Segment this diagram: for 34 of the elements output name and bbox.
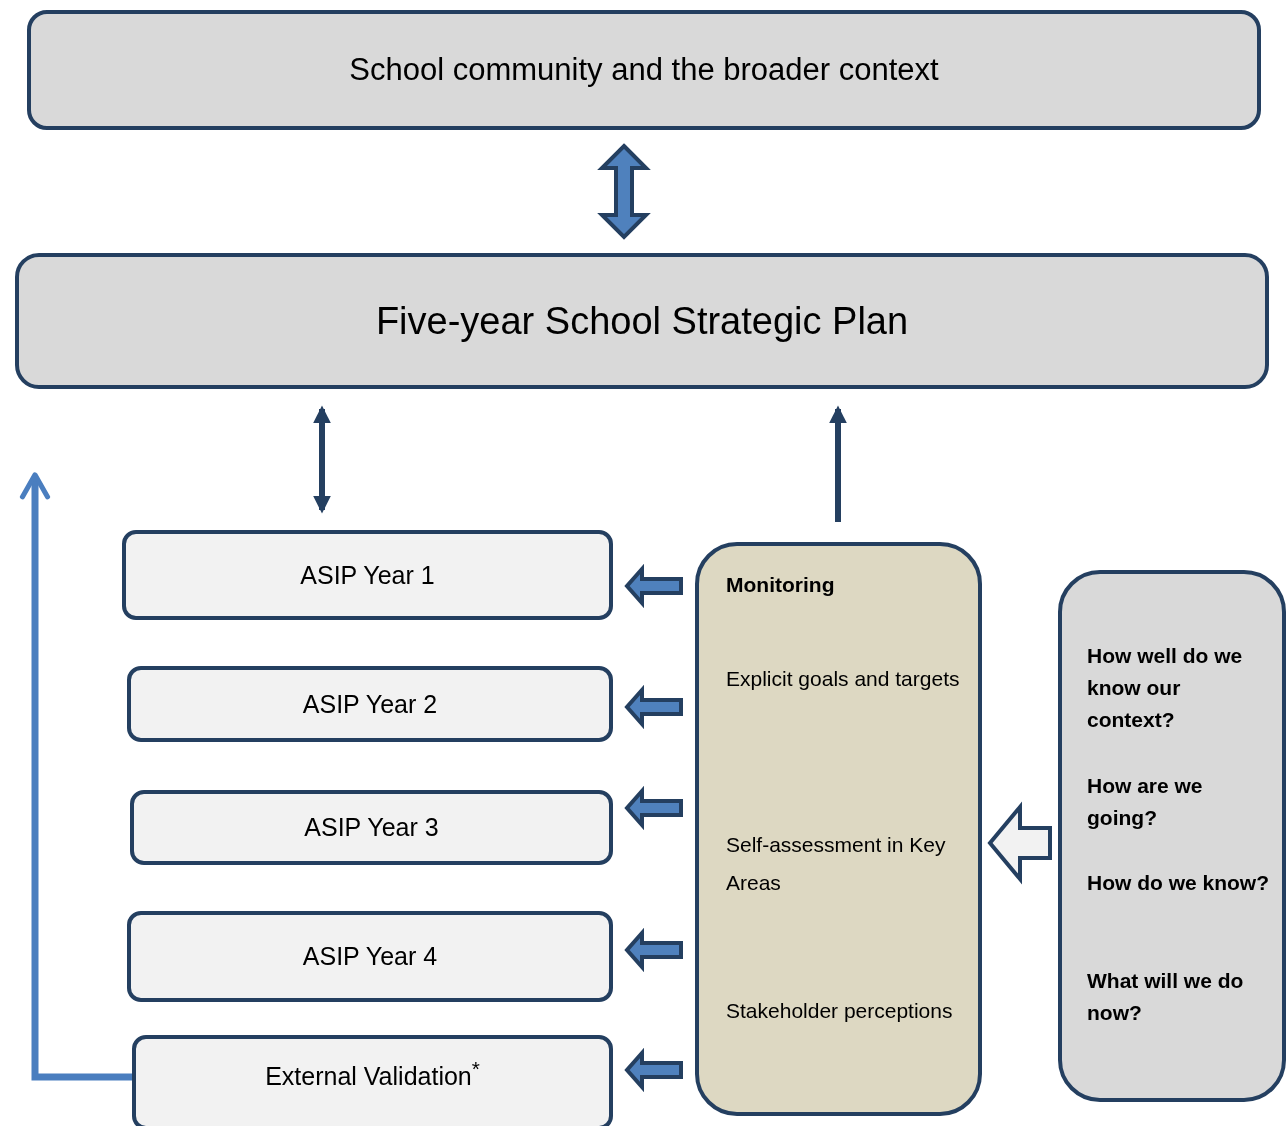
box-label: ASIP Year 1: [300, 560, 435, 590]
box-label: ASIP Year 3: [304, 813, 439, 842]
block-arrow: [624, 684, 683, 730]
process-box: [15, 253, 1269, 389]
block-arrow: [624, 785, 683, 831]
block-arrow: [624, 927, 683, 973]
box-label: ASIP Year 2: [302, 689, 438, 719]
box-label: Five-year School Strategic Plan: [375, 299, 909, 343]
arrow: [829, 405, 847, 522]
block-arrow: [597, 143, 651, 240]
panel-text: Explicit goals and targets: [726, 666, 961, 692]
block-arrow: [987, 801, 1052, 885]
question-text: How do we know?: [1087, 870, 1270, 896]
question-panel: [1058, 570, 1286, 1102]
arrow: [313, 405, 331, 514]
question-text: What will we do now?: [1087, 968, 1245, 1026]
block-arrow: [624, 563, 683, 609]
panel-heading: Monitoring: [726, 572, 836, 598]
process-box: [132, 1035, 613, 1126]
process-box: [122, 530, 613, 620]
box-label: External Validation$^{*}$: [265, 1057, 480, 1092]
box-label: ASIP Year 4: [302, 942, 438, 971]
process-box: [130, 790, 613, 865]
block-arrow: [624, 1047, 683, 1093]
monitoring-panel: [695, 542, 982, 1116]
panel-text: Self-assessment in Key Areas: [726, 832, 947, 896]
panel-text: Stakeholder perceptions: [726, 998, 954, 1024]
question-text: How are we going?: [1087, 773, 1204, 831]
box-label: School community and the broader context: [349, 52, 939, 88]
process-box: [127, 666, 613, 742]
question-text: How well do we know our context?: [1087, 643, 1244, 733]
process-box: [127, 911, 613, 1002]
process-box: [27, 10, 1261, 130]
arrow: [19, 472, 132, 1081]
